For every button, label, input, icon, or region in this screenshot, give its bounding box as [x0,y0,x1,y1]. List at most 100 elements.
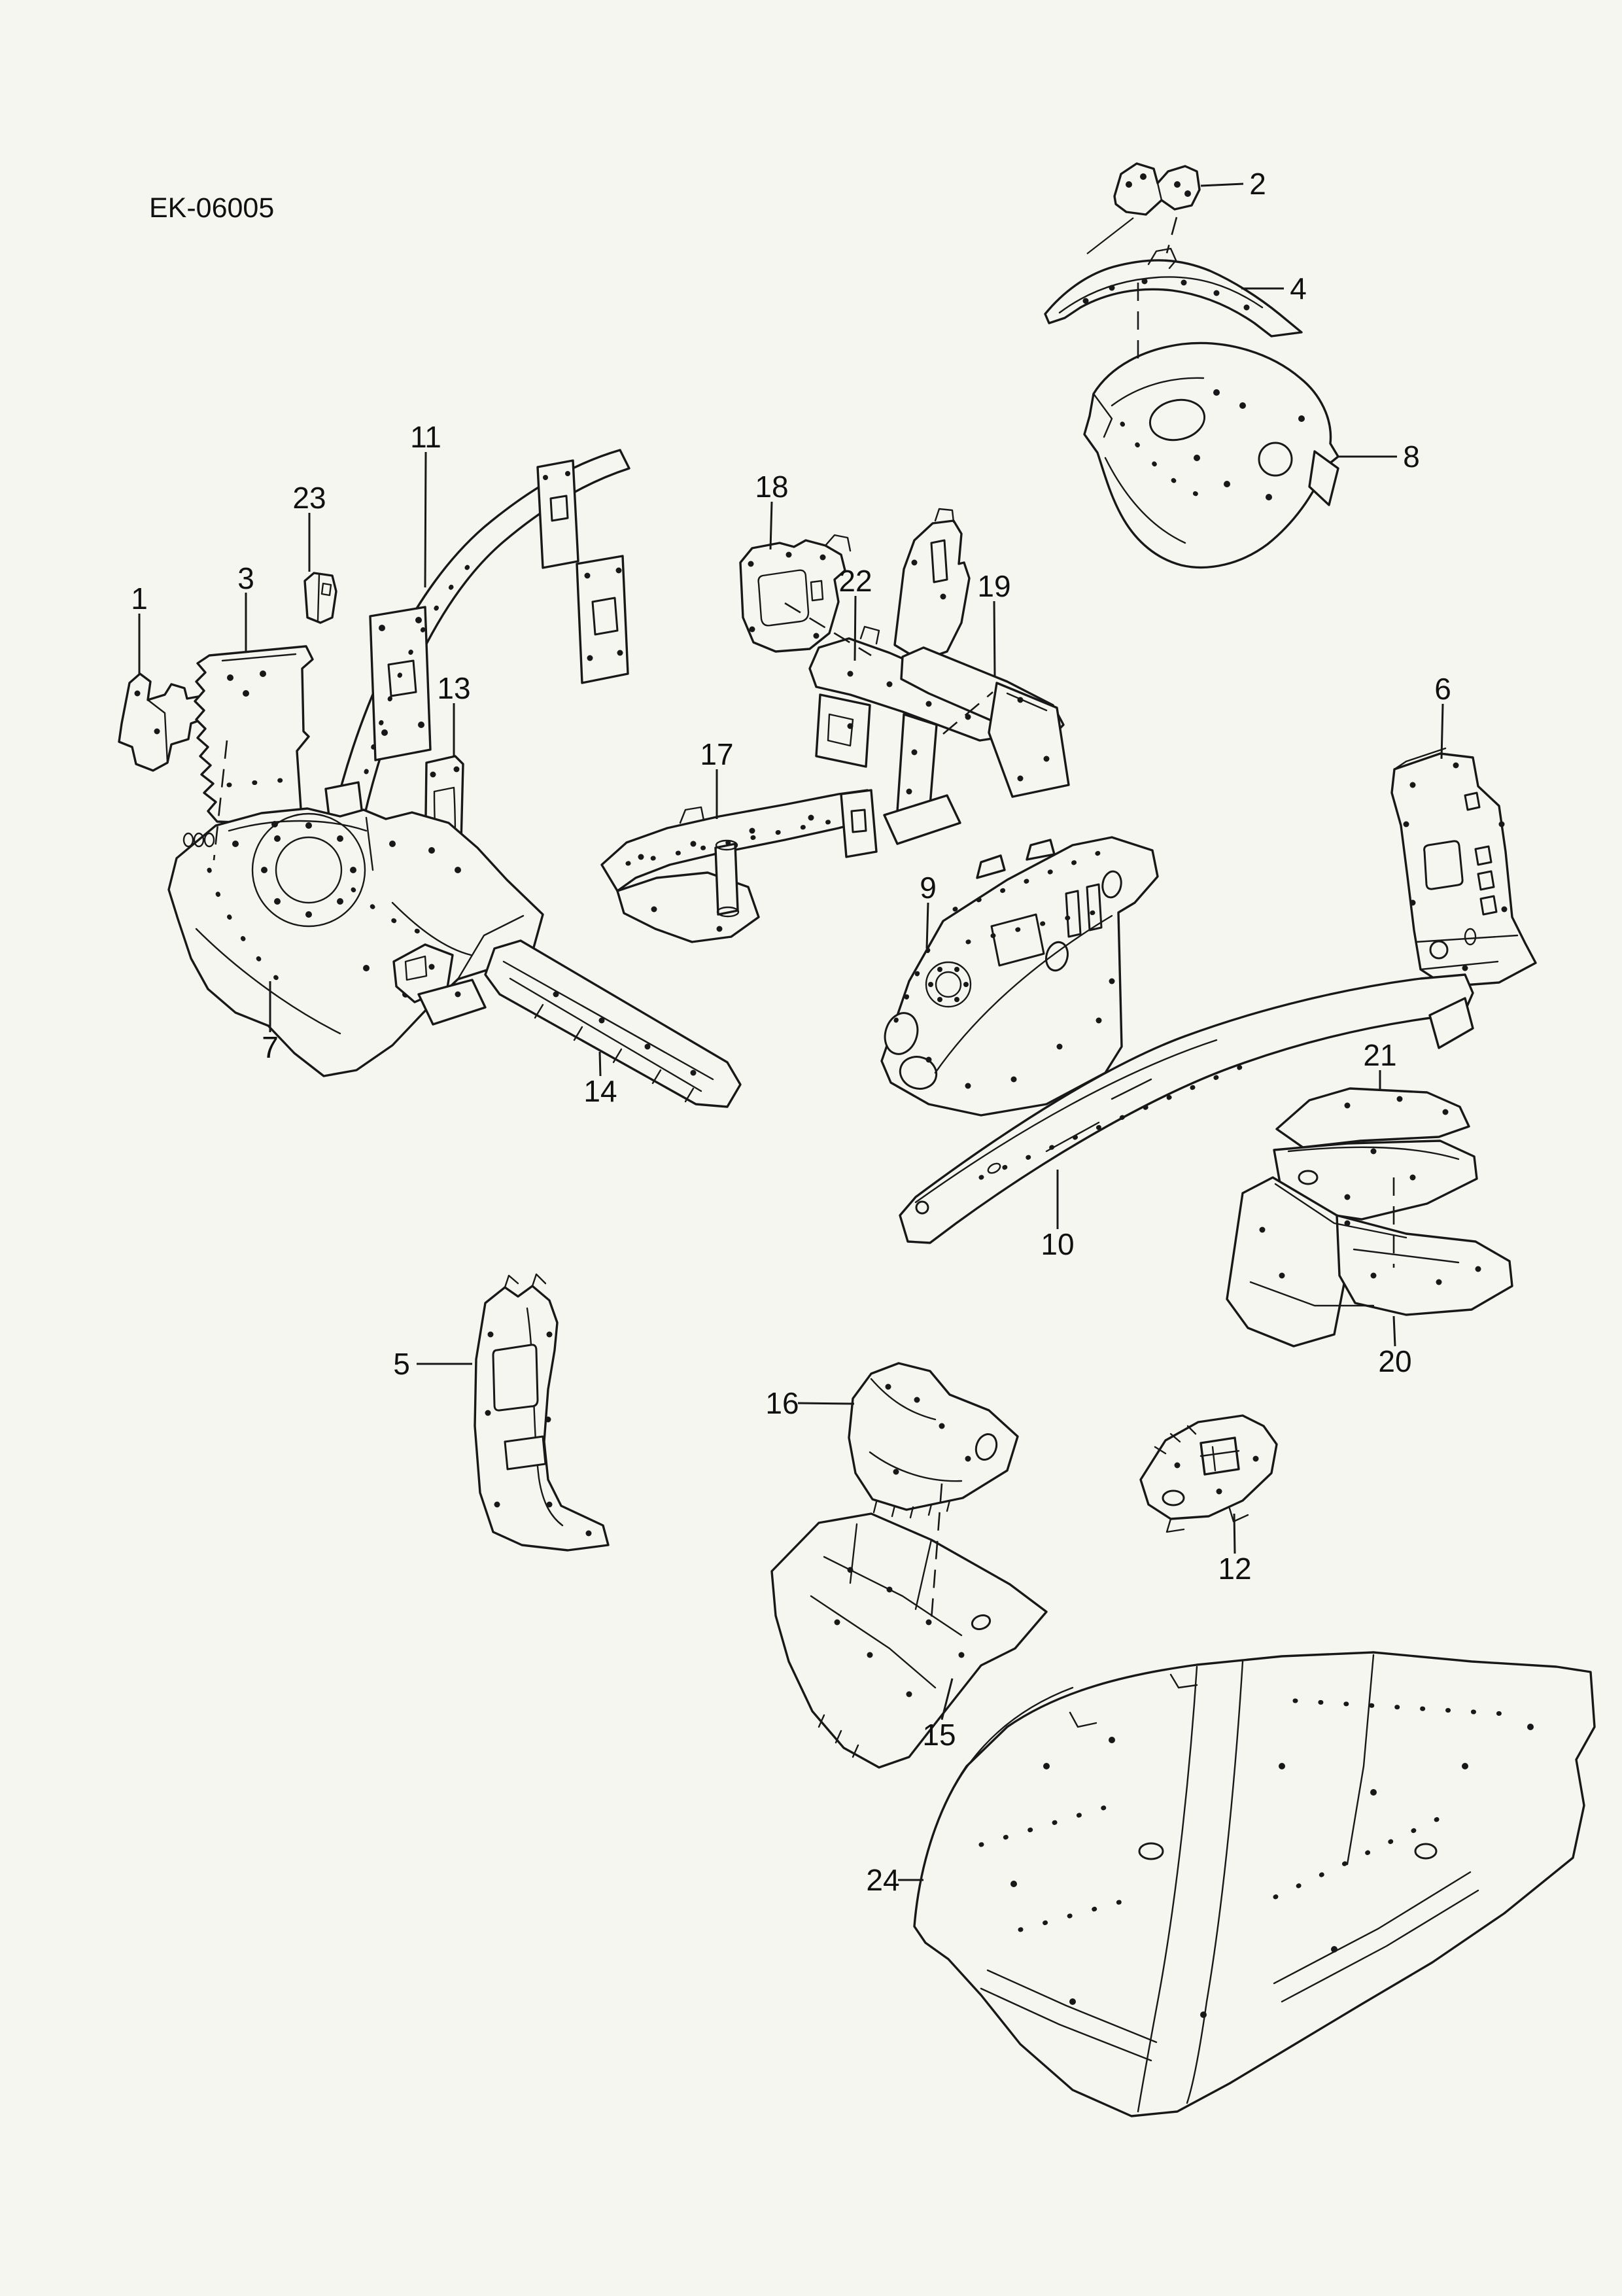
part-13-mounting-plate-detail [453,766,460,773]
part-22-rail-assembly-detail [827,713,854,747]
part-22-rail-assembly-detail [859,625,880,645]
part-17-dash-crossmember-detail [690,841,697,847]
part-12-support-bracket [1139,1414,1278,1533]
part-label-15: 15 [922,1718,956,1752]
part-4-apron-upper-member-detail [1213,290,1220,296]
part-3-gusset-panel-detail [221,653,297,662]
part-19-side-member-detail [893,519,971,662]
part-5-pillar-inner-left-detail [474,1285,610,1552]
part-7-wheelhouse-assembly-detail [274,898,281,905]
part-7-wheelhouse-assembly-detail [228,820,368,832]
part-23-clip-detail [320,582,332,597]
part-8-wheelhouse-detail [1104,457,1186,544]
part-3-gusset-panel-detail [194,645,314,826]
part-11-crossmember-detail [591,597,619,636]
part-9-dash-panel-detail [899,1056,938,1090]
part-16-cowl-bracket-detail [927,1503,933,1516]
part-7-wheelhouse-assembly-detail [389,841,396,847]
part-3-gusset-panel-detail [226,777,290,788]
part-17-dash-crossmember-detail [638,854,644,860]
part-label-23: 23 [292,481,326,515]
part-5-pillar-inner-left-detail [492,1344,539,1412]
part-10-deck-strip-detail [1111,1078,1152,1100]
part-17-dash-crossmember-detail [716,926,723,932]
part-8-wheelhouse-detail [1266,494,1272,500]
part-15-apron-side-detail [886,1586,893,1593]
part-16-cowl-bracket-detail [975,1433,998,1461]
part-2-bracket-detail [1140,173,1147,180]
part-9-dash-panel-detail [1101,870,1122,899]
part-16-cowl-bracket-detail [939,1423,945,1429]
part-20-cowl-side-detail [1353,1248,1460,1264]
part-15-apron-side-detail [818,1714,825,1728]
part-9-dash-panel-detail [928,982,933,987]
part-9-dash-panel-detail [1096,1017,1102,1024]
part-5-pillar-inner-left-detail [546,1501,553,1508]
part-17-dash-crossmember-detail [714,843,739,916]
part-12-support-bracket-detail [1154,1446,1167,1455]
part-4-apron-upper-member-detail [1141,278,1148,285]
part-24-floor-panel-detail [1200,2011,1207,2018]
part-22-rail-assembly-detail [906,788,912,795]
part-24-floor-panel-detail [1069,1998,1076,2005]
part-7-wheelhouse-assembly [167,807,544,1077]
part-11-crossmember-detail [387,659,417,697]
part-16-cowl-bracket-detail [848,1362,1019,1511]
part-11-crossmember-detail [381,729,388,736]
part-5-pillar-inner-left [474,1273,610,1552]
part-24-floor-panel-detail [1527,1724,1534,1730]
part-19-side-member-detail [1006,692,1048,712]
diagram-code: EK-06005 [149,192,274,224]
part-18-hinge-plate-detail [785,551,792,558]
part-24-floor-panel-detail [1043,1763,1050,1769]
part-5-pillar-inner-left-detail [504,1435,547,1470]
part-24-floor-panel-detail [1169,1673,1198,1689]
part-24-floor-panel-detail [1273,1871,1472,1985]
part-15-apron-side-detail [925,1619,932,1626]
part-24-floor-panel-detail [1370,1789,1377,1796]
part-10-deck-strip [899,973,1474,1244]
part-12-support-bracket-detail [1165,1518,1185,1533]
part-5-pillar-inner-left-detail [487,1331,494,1338]
part-22-rail-assembly-detail [815,693,871,768]
part-7-wheelhouse-assembly-detail [305,911,312,918]
part-18-hinge-plate-detail [757,569,810,627]
part-3-gusset-panel-detail [243,690,249,697]
part-label-9: 9 [920,871,937,905]
part-19-side-member-detail [1043,756,1050,762]
part-23-clip-detail [303,572,337,624]
part-1-bracket-detail [154,728,160,735]
part-9-dash-panel-detail [954,997,959,1002]
part-7-wheelhouse-assembly-detail [455,867,461,873]
part-7-wheelhouse-assembly-detail [391,901,472,956]
part-17-dash-crossmember-detail [850,809,867,833]
part-7-wheelhouse-assembly-detail [203,832,215,848]
part-8-wheelhouse [1083,341,1339,569]
part-11-crossmember-detail [379,625,385,631]
part-19-side-member-detail [988,682,1070,798]
part-11-crossmember-detail [617,650,623,656]
part-8-wheelhouse-detail [1213,389,1220,396]
part-label-12: 12 [1218,1552,1251,1586]
part-14-lower-rail-detail [573,1026,583,1041]
part-6-pillar-inner-right-detail [1501,906,1508,913]
part-3-gusset-panel [194,645,314,826]
part-2-bracket-detail [1126,181,1132,188]
part-label-20: 20 [1378,1344,1411,1378]
part-21-cowl-top-detail [1344,1194,1351,1200]
part-14-lower-rail-detail [651,1069,662,1085]
part-6-pillar-inner-right-detail [1453,762,1459,769]
part-21-cowl-top-detail [1287,1146,1460,1160]
part-label-22: 22 [838,564,872,598]
construction-line-5 [930,1483,943,1620]
part-6-pillar-inner-right-detail [1419,960,1499,971]
part-21-cowl-top-detail [1275,1087,1470,1149]
part-14-lower-rail-detail [404,955,428,981]
part-7-wheelhouse-assembly-detail [337,898,343,905]
part-9-dash-panel-detail [965,907,1114,945]
part-9-dash-panel-detail [990,913,1045,967]
part-18-hinge-plate-detail [749,626,755,633]
part-14-lower-rail-detail [598,1017,605,1024]
part-14-lower-rail [392,939,742,1108]
